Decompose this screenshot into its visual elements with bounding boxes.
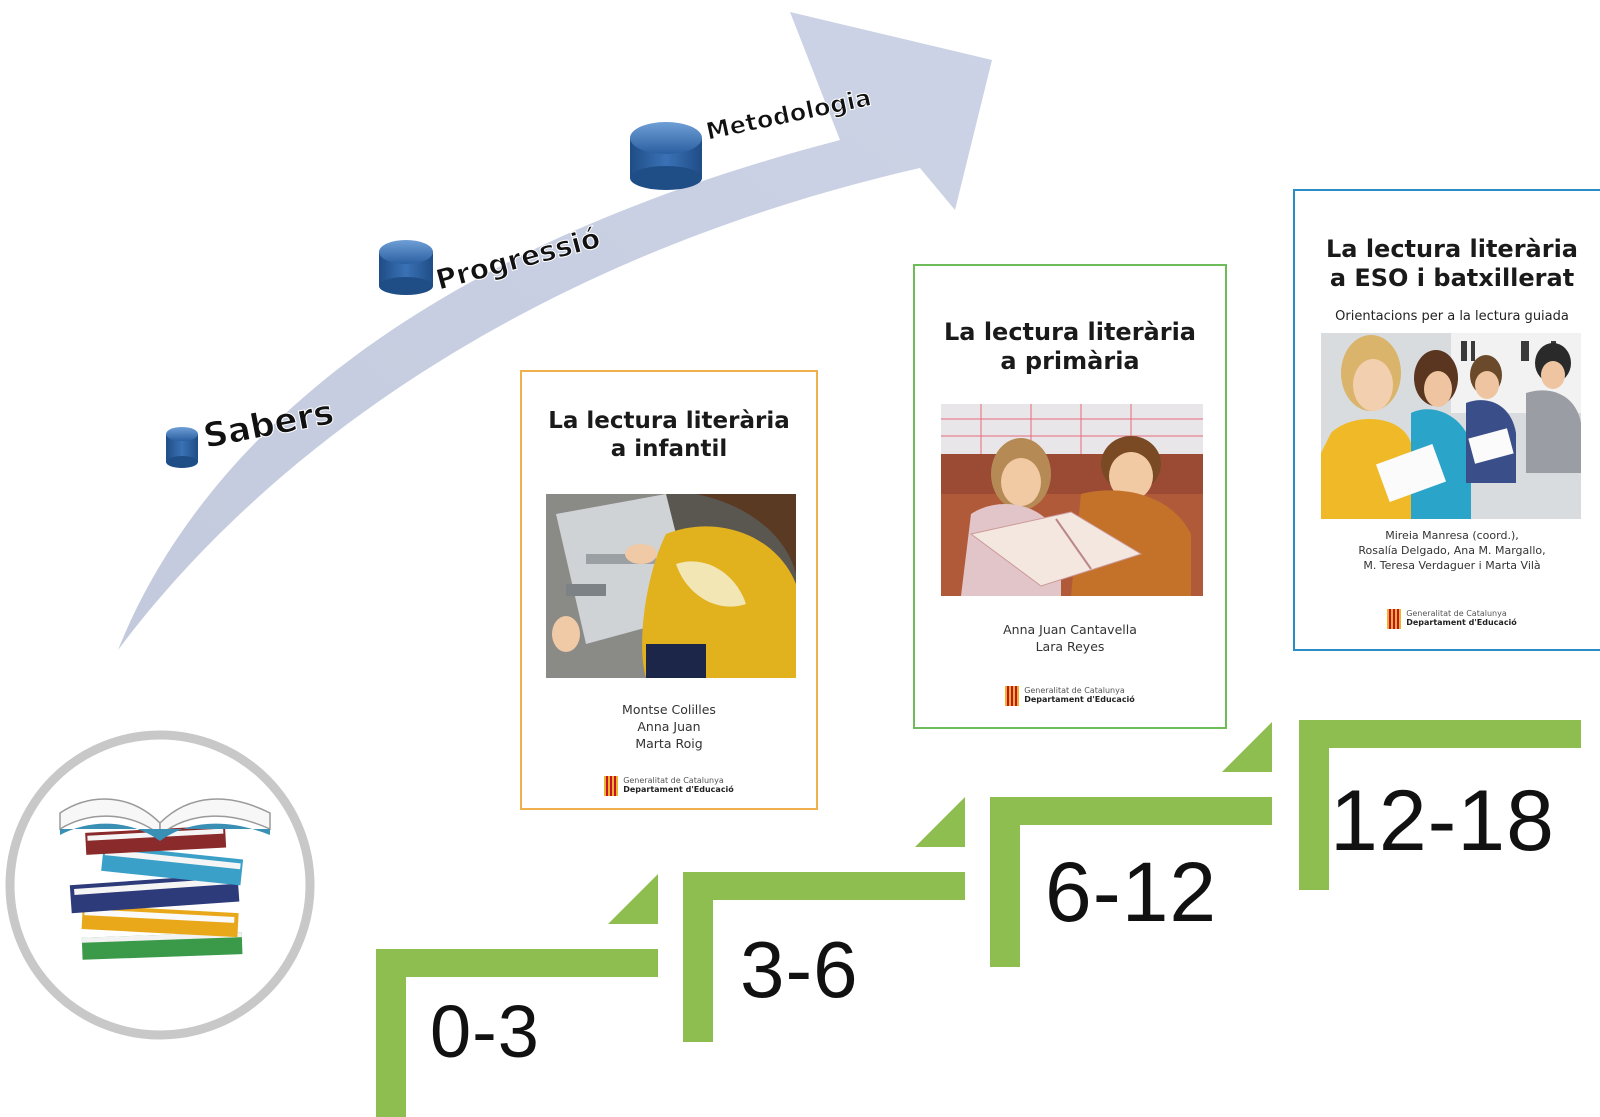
publisher-line-1: Generalitat de Catalunya bbox=[623, 776, 724, 786]
author-name: Anna Juan bbox=[637, 718, 701, 734]
step-0-3 bbox=[376, 874, 658, 1117]
catalan-flag-icon bbox=[1387, 609, 1402, 629]
catalan-flag-icon bbox=[604, 776, 619, 796]
book-title: La lectura literària a infantil bbox=[522, 408, 816, 463]
progress-arrow bbox=[118, 12, 992, 650]
book-authors: Anna Juan Cantavella Lara Reyes bbox=[915, 622, 1225, 656]
book-title-line-2: a infantil bbox=[610, 435, 728, 462]
book-title-line-1: La lectura literària bbox=[548, 408, 790, 434]
publisher-logo: Generalitat de Catalunya Departament d'E… bbox=[522, 776, 816, 796]
step-3-6 bbox=[683, 797, 965, 1042]
publisher-line-2: Departament d'Educació bbox=[1024, 695, 1135, 704]
book-cover-photo bbox=[1321, 333, 1581, 519]
book-subtitle: Orientacions per a la lectura guiada bbox=[1335, 309, 1569, 324]
publisher-logo: Generalitat de Catalunya Departament d'E… bbox=[1295, 609, 1600, 629]
publisher-line-1: Generalitat de Catalunya bbox=[1024, 686, 1125, 696]
age-label-0-3: 0-3 bbox=[430, 990, 540, 1073]
book-authors: Montse Colilles Anna Juan Marta Roig bbox=[522, 702, 816, 753]
book-cover-eso: La lectura literària a ESO i batxillerat… bbox=[1293, 189, 1600, 651]
book-title: La lectura literària a primària bbox=[915, 318, 1225, 376]
milestone-marker-progressio bbox=[379, 240, 433, 295]
book-title-line-1: La lectura literària bbox=[1325, 235, 1578, 263]
author-name: Marta Roig bbox=[635, 735, 703, 751]
author-name: Anna Juan Cantavella bbox=[1003, 622, 1137, 637]
book-cover-photo bbox=[546, 494, 796, 678]
author-name: Mireia Manresa (coord.), bbox=[1385, 529, 1519, 542]
step-12-18 bbox=[1299, 720, 1581, 890]
milestone-marker-sabers bbox=[166, 427, 198, 468]
author-name: Rosalía Delgado, Ana M. Margallo, bbox=[1358, 543, 1546, 557]
book-title-line-1: La lectura literària bbox=[943, 318, 1196, 346]
catalan-flag-icon bbox=[1005, 686, 1020, 706]
author-name: Lara Reyes bbox=[1035, 638, 1105, 654]
age-label-12-18: 12-18 bbox=[1330, 773, 1555, 869]
book-cover-infantil: La lectura literària a infantil Montse C… bbox=[520, 370, 818, 810]
milestone-marker-metodologia bbox=[630, 122, 702, 190]
publisher-line-2: Departament d'Educació bbox=[1406, 618, 1517, 627]
book-cover-photo bbox=[941, 404, 1203, 596]
book-authors: Mireia Manresa (coord.), Rosalía Delgado… bbox=[1295, 529, 1600, 574]
age-label-6-12: 6-12 bbox=[1045, 845, 1218, 939]
book-title-line-2: a primària bbox=[1000, 346, 1140, 375]
step-6-12 bbox=[990, 722, 1272, 967]
author-name: Montse Colilles bbox=[622, 702, 716, 717]
book-title: La lectura literària a ESO i batxillerat bbox=[1295, 235, 1600, 293]
book-stack-icon bbox=[5, 730, 315, 1040]
publisher-logo: Generalitat de Catalunya Departament d'E… bbox=[915, 686, 1225, 706]
publisher-line-2: Departament d'Educació bbox=[623, 785, 734, 794]
age-staircase bbox=[376, 720, 1581, 1117]
age-label-3-6: 3-6 bbox=[740, 925, 859, 1014]
book-cover-primaria: La lectura literària a primària bbox=[913, 264, 1227, 729]
book-title-line-2: a ESO i batxillerat bbox=[1329, 263, 1575, 292]
author-name: M. Teresa Verdaguer i Marta Vilà bbox=[1363, 558, 1541, 572]
publisher-line-1: Generalitat de Catalunya bbox=[1406, 609, 1507, 619]
